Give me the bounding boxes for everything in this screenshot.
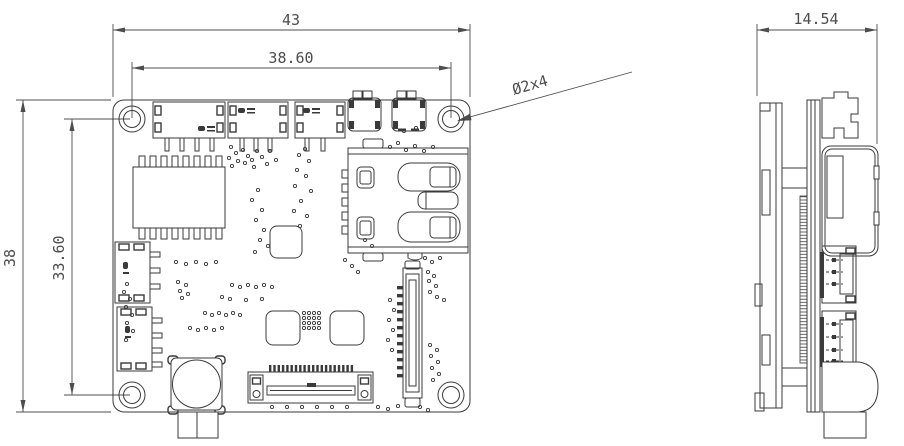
ffc-pins: [269, 365, 354, 372]
dim-hole-pitch-x-label: 38.60: [268, 49, 313, 67]
dim-hole-pitch-x: 38.60: [131, 49, 452, 118]
usb-center-contact: [417, 191, 459, 210]
hole-callout: Ø2x4: [457, 71, 633, 121]
qfn-ic-1: [269, 225, 303, 259]
mounting-hole-top-left: [118, 105, 146, 133]
side-pcb-edge: [799, 99, 821, 413]
via-field: [121, 125, 447, 413]
round-component: [167, 355, 226, 439]
mounting-hole-bottom-right: [437, 381, 465, 409]
mounting-hole-top-right: [437, 105, 465, 133]
side-round-component: [821, 361, 879, 439]
jst-connector-top-2: [227, 101, 289, 152]
polarity-icon: [125, 326, 131, 338]
soic-ic: [132, 155, 226, 240]
side-usb-connector: [821, 145, 880, 257]
jst-connector-top-1: [152, 101, 226, 152]
button-connector-top-2: [391, 90, 427, 132]
dim-depth-label: 14.54: [793, 10, 838, 28]
pcb-side-view: [754, 91, 880, 439]
ffc-latch-right: [357, 374, 372, 401]
jst-connector-left-2: [116, 306, 163, 372]
pcb-front-view: [112, 90, 471, 439]
qfn-ic-3: [329, 310, 365, 346]
usb-connector: [341, 138, 469, 262]
dim-overall-height-label: 38: [1, 249, 19, 267]
hole-callout-label: Ø2x4: [510, 72, 550, 99]
dim-overall-width: 43: [112, 11, 471, 97]
side-jst-connector-1: [820, 245, 857, 304]
side-top-connector: [821, 91, 859, 139]
ffc-latch-left: [249, 374, 264, 401]
button-connector-top-1: [347, 90, 382, 132]
usb-spring-contact-1: [397, 162, 461, 192]
jst-connector-top-3: [294, 101, 346, 152]
dim-hole-pitch-y: 33.60: [50, 118, 130, 396]
dim-overall-width-label: 43: [282, 11, 300, 29]
dim-overall-height: 38: [1, 99, 111, 413]
polarity-icon: [123, 262, 129, 274]
qfn-ic-2: [265, 310, 301, 346]
jst-connector-left-1: [114, 241, 161, 304]
usb-spring-contact-2: [397, 211, 461, 243]
side-b2b-connector: [799, 195, 808, 364]
board-to-board-connector: [397, 260, 423, 408]
side-bracket: [754, 102, 783, 412]
mounting-hole-bottom-left: [118, 381, 146, 409]
polarity-icon: [303, 108, 320, 114]
dim-hole-pitch-y-label: 33.60: [50, 235, 68, 280]
ffc-connector: [247, 365, 374, 404]
polarity-icon: [198, 126, 215, 132]
dim-depth: 14.54: [756, 10, 878, 144]
polarity-icon: [238, 108, 255, 114]
board-outline: [112, 99, 471, 413]
